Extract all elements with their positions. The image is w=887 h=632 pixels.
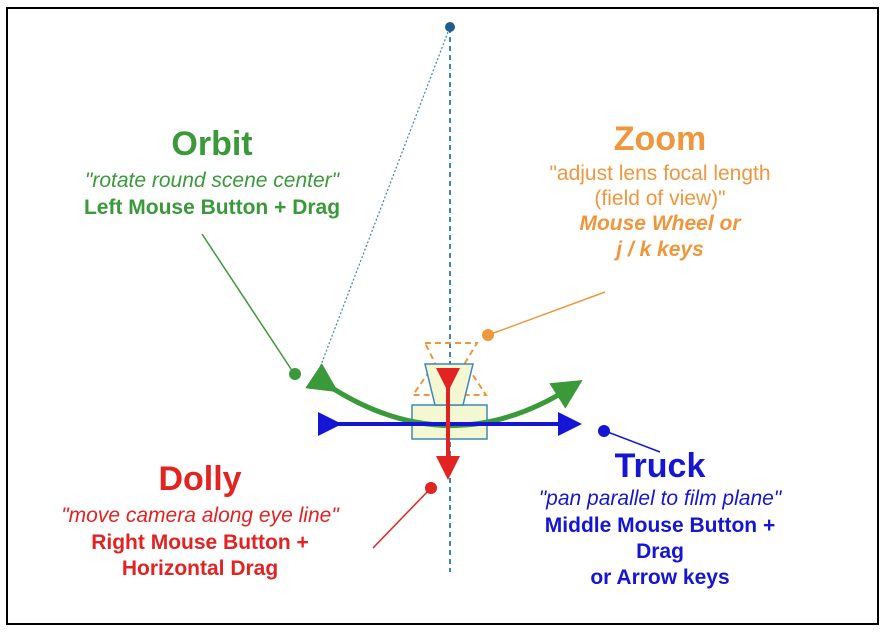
truck-leader-dot: [598, 425, 610, 437]
truck-description: "pan parallel to film plane": [538, 487, 782, 510]
orbit-radius-line: [315, 31, 449, 379]
truck-leader-line: [604, 430, 661, 453]
truck-control-line1: Middle Mouse Button +: [544, 514, 776, 537]
truck-label-group: Truck "pan parallel to film plane" Middl…: [510, 448, 810, 591]
dolly-title: Dolly: [158, 460, 242, 498]
dolly-description: "move camera along eye line": [61, 504, 339, 527]
truck-title: Truck: [614, 447, 706, 485]
orbit-control: Left Mouse Button + Drag: [83, 196, 341, 219]
scene-center-dot: [445, 22, 455, 32]
diagram-frame: [6, 7, 879, 625]
dolly-control-line2: Horizontal Drag: [121, 557, 279, 580]
zoom-title: Zoom: [613, 120, 707, 158]
zoom-label-group: Zoom "adjust lens focal length (field of…: [520, 121, 800, 263]
dolly-leader-dot: [425, 482, 437, 494]
zoom-control-line1: Mouse Wheel or: [579, 212, 741, 235]
orbit-label-group: Orbit "rotate round scene center" Left M…: [62, 126, 362, 221]
zoom-leader-dot: [482, 329, 494, 341]
truck-control-line3: or Arrow keys: [590, 566, 730, 589]
dolly-control-line1: Right Mouse Button +: [91, 531, 309, 554]
orbit-title: Orbit: [171, 125, 253, 163]
truck-control-line2: Drag: [636, 540, 684, 563]
orbit-leader-line: [201, 233, 294, 373]
zoom-description-line1: "adjust lens focal length: [549, 162, 771, 185]
orbit-leader-dot: [289, 368, 301, 380]
zoom-leader-line: [490, 291, 606, 335]
dolly-leader-line: [372, 488, 431, 549]
zoom-description-line2: (field of view)": [594, 187, 726, 210]
zoom-control-line2: j / k keys: [616, 238, 704, 261]
dolly-label-group: Dolly "move camera along eye line" Right…: [35, 461, 365, 582]
orbit-description: "rotate round scene center": [84, 169, 340, 192]
